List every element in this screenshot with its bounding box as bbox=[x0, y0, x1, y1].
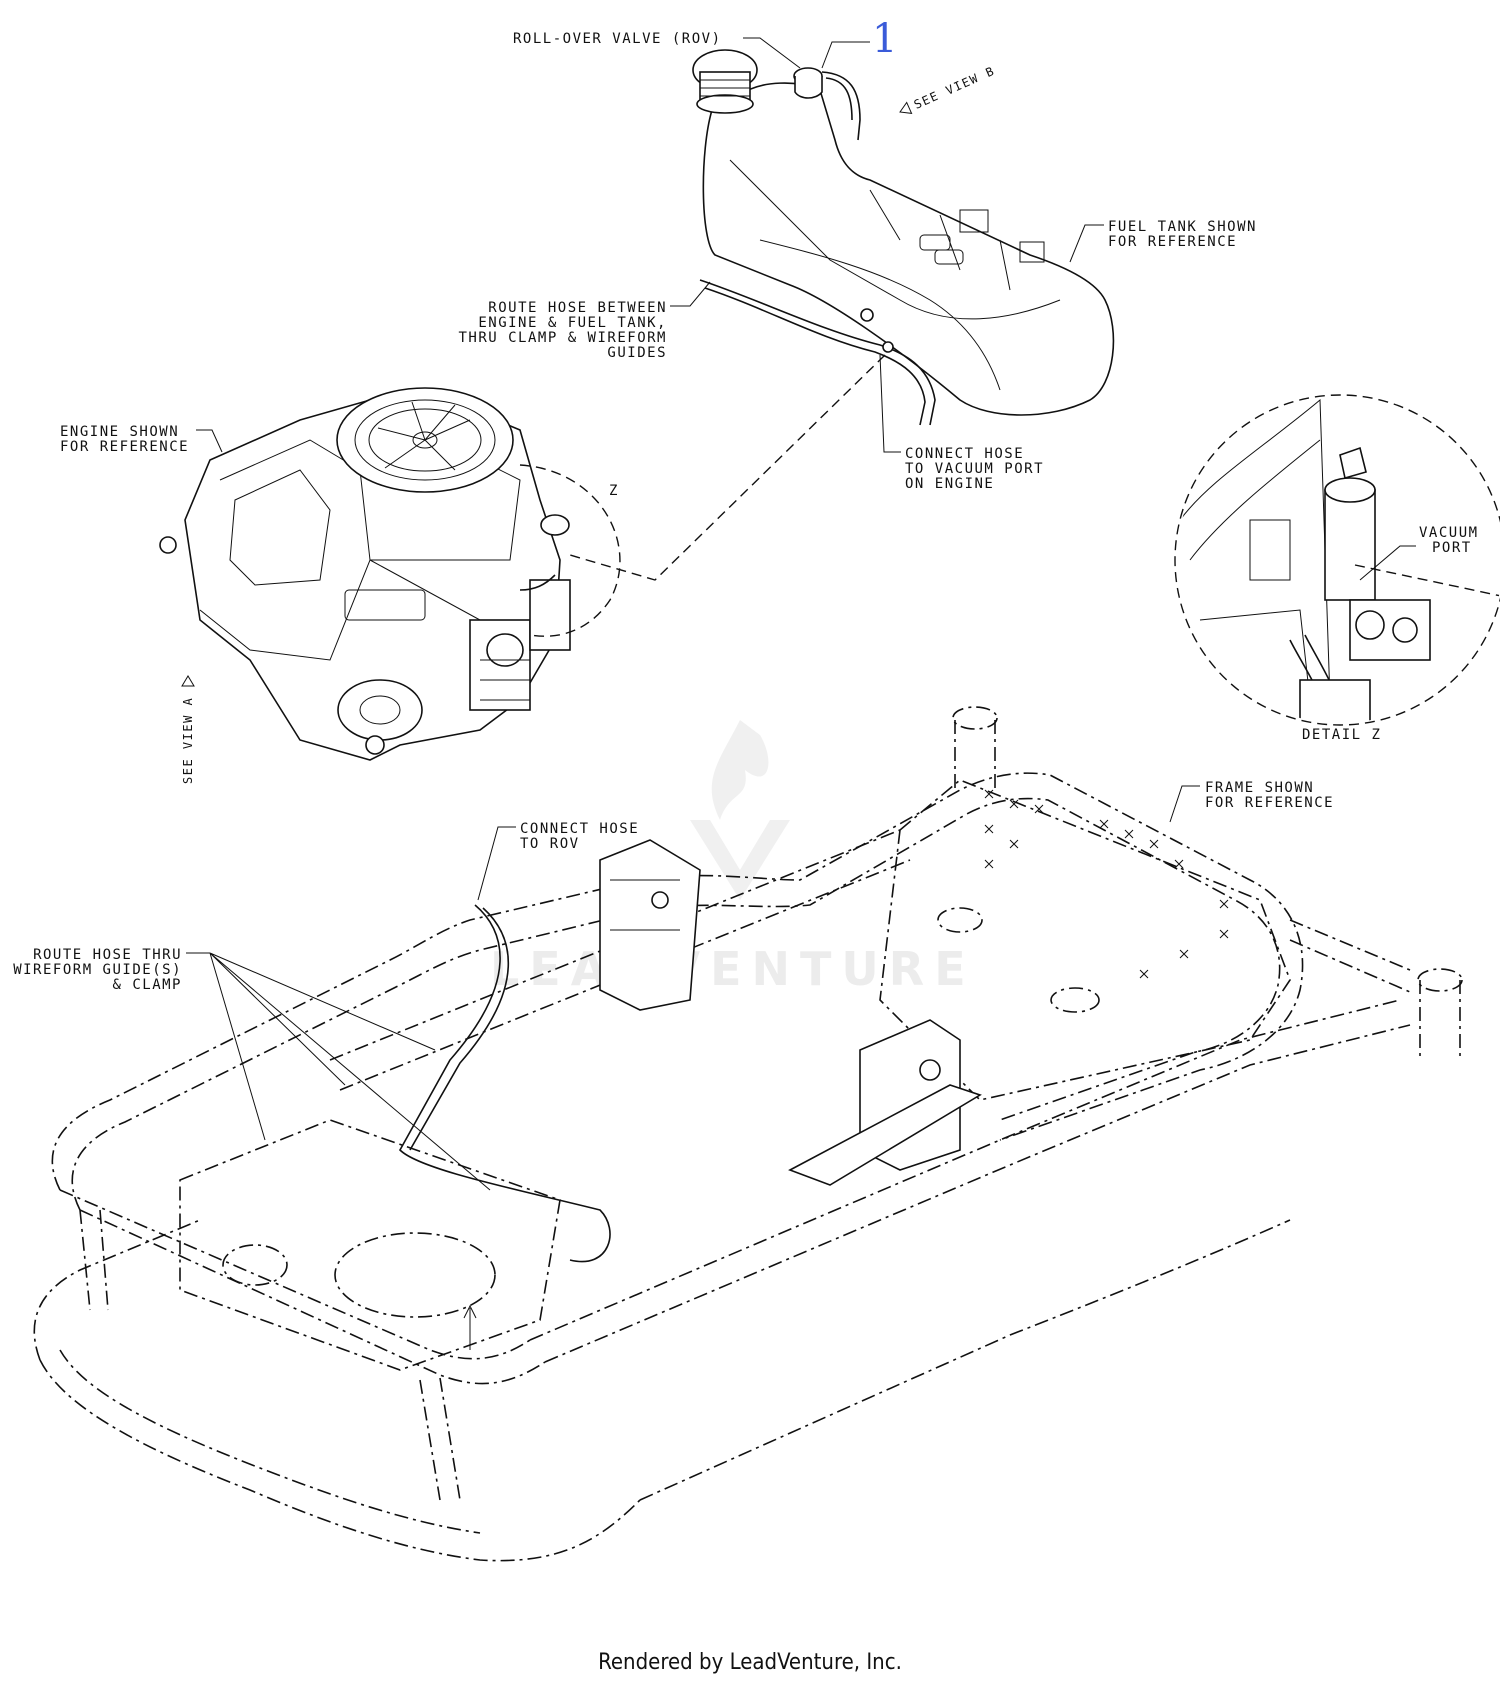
see-view-a-text: SEE VIEW A bbox=[181, 697, 195, 784]
footer-credit: Rendered by LeadVenture, Inc. bbox=[598, 1650, 902, 1675]
engine-label-line1: ENGINE SHOWN bbox=[60, 424, 179, 440]
z-marker: Z bbox=[519, 464, 621, 637]
z-marker-text: Z bbox=[609, 483, 619, 499]
connect-vacuum-line3: ON ENGINE bbox=[905, 476, 994, 492]
route-between-label: ROUTE HOSE BETWEEN ENGINE & FUEL TANK, T… bbox=[458, 281, 711, 361]
hose-path-dashed bbox=[569, 354, 886, 581]
route-thru-line1: ROUTE HOSE THRU bbox=[33, 947, 182, 963]
rov-label-text: ROLL-OVER VALVE (ROV) bbox=[513, 31, 722, 47]
connect-rov-label: CONNECT HOSE TO ROV bbox=[477, 821, 639, 901]
callout-1: 1 bbox=[821, 16, 897, 69]
frame-label: FRAME SHOWN FOR REFERENCE bbox=[1169, 780, 1334, 823]
connect-vacuum-line2: TO VACUUM PORT bbox=[905, 461, 1044, 477]
route-between-line4: GUIDES bbox=[607, 345, 667, 361]
connect-rov-line1: CONNECT HOSE bbox=[520, 821, 639, 837]
engine-label: ENGINE SHOWN FOR REFERENCE bbox=[60, 424, 223, 455]
watermark: LEADVENTURE bbox=[490, 720, 976, 996]
rov-label: ROLL-OVER VALVE (ROV) bbox=[513, 31, 801, 69]
see-view-b: SEE VIEW B bbox=[899, 64, 997, 115]
connect-rov-line2: TO ROV bbox=[520, 836, 580, 852]
seat-holes bbox=[984, 789, 1229, 979]
frame bbox=[33, 706, 1463, 1562]
fuel-tank-label-line1: FUEL TANK SHOWN bbox=[1108, 219, 1257, 235]
frame-label-line1: FRAME SHOWN bbox=[1205, 780, 1314, 796]
engine-label-line2: FOR REFERENCE bbox=[60, 439, 189, 455]
route-between-line2: ENGINE & FUEL TANK, bbox=[478, 315, 667, 331]
fuel-tank bbox=[692, 49, 1115, 426]
route-thru-label: ROUTE HOSE THRU WIREFORM GUIDE(S) & CLAM… bbox=[13, 947, 491, 1191]
watermark-text: LEADVENTURE bbox=[490, 942, 976, 996]
see-view-a: SEE VIEW A bbox=[181, 675, 195, 784]
fuel-tank-label-line2: FOR REFERENCE bbox=[1108, 234, 1237, 250]
engine bbox=[159, 387, 571, 761]
connect-vacuum-label: CONNECT HOSE TO VACUUM PORT ON ENGINE bbox=[879, 354, 1044, 492]
floor-arrow bbox=[463, 1304, 477, 1350]
frame-label-line2: FOR REFERENCE bbox=[1205, 795, 1334, 811]
see-view-b-text: SEE VIEW B bbox=[912, 64, 997, 112]
callout-number: 1 bbox=[872, 16, 897, 62]
detail-z: VACUUM PORT DETAIL Z bbox=[1174, 394, 1500, 743]
route-thru-line2: WIREFORM GUIDE(S) bbox=[13, 962, 182, 978]
vacuum-port-line2: PORT bbox=[1432, 540, 1472, 556]
route-between-line1: ROUTE HOSE BETWEEN bbox=[488, 300, 667, 316]
fuel-tank-label: FUEL TANK SHOWN FOR REFERENCE bbox=[1069, 219, 1257, 263]
vacuum-port-line1: VACUUM bbox=[1419, 525, 1479, 541]
route-between-line3: THRU CLAMP & WIREFORM bbox=[458, 330, 667, 346]
route-thru-line3: & CLAMP bbox=[112, 977, 182, 993]
detail-z-text: DETAIL Z bbox=[1302, 727, 1381, 743]
connect-vacuum-line1: CONNECT HOSE bbox=[905, 446, 1024, 462]
